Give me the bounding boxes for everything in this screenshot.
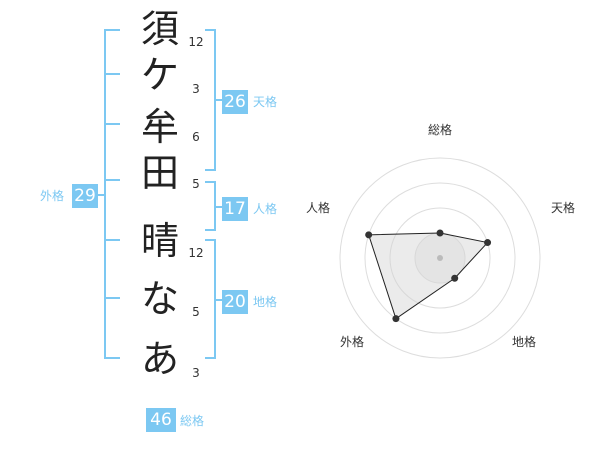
radar-grid-ring [339, 157, 541, 359]
radar-axis-label-jinkaku: 人格 [306, 200, 330, 215]
jinkaku-label: 人格 [253, 202, 278, 216]
name-char-1: 須 [140, 7, 179, 51]
name-char-5: 晴 [140, 219, 179, 263]
radar-point [392, 315, 400, 323]
soukaku-label: 総格 [180, 414, 205, 428]
stroke-count-7: 3 [192, 366, 200, 380]
radar-axis-label-tenkaku: 天格 [551, 200, 575, 215]
stroke-count-5: 12 [188, 246, 204, 260]
radar-point [365, 231, 373, 239]
stroke-count-4: 5 [192, 177, 200, 191]
jinkaku-value: 17 [222, 197, 248, 221]
gaikaku-label: 外格 [40, 189, 65, 203]
radar-value-polygon [367, 232, 489, 320]
radar-grid-ring [389, 207, 491, 309]
radar-axis-label-chikaku: 地格 [512, 334, 536, 349]
name-char-2: ケ [140, 53, 179, 97]
name-char-3: 牟 [140, 105, 179, 149]
chikaku-value: 20 [222, 290, 248, 314]
tenkaku-value: 26 [222, 90, 248, 114]
radar-point [436, 229, 444, 237]
name-char-6: な [140, 277, 179, 321]
name-char-7: あ [140, 337, 179, 381]
radar-point [484, 239, 492, 247]
tenkaku-label: 天格 [253, 95, 278, 109]
radar-points [365, 229, 492, 323]
radar-axis-label-soukaku: 総格 [428, 122, 452, 137]
stroke-count-3: 6 [192, 130, 200, 144]
chikaku-label: 地格 [253, 295, 278, 309]
radar-center-dot [437, 255, 443, 261]
soukaku-value: 46 [146, 408, 176, 432]
radar-grid-ring [364, 182, 516, 334]
radar-point [451, 274, 459, 282]
stroke-count-2: 3 [192, 82, 200, 96]
stroke-count-1: 12 [188, 35, 204, 49]
stroke-count-6: 5 [192, 305, 200, 319]
name-char-4: 田 [140, 151, 179, 195]
radar-axis-label-gaikaku: 外格 [340, 334, 364, 349]
gaikaku-value: 29 [72, 184, 98, 208]
